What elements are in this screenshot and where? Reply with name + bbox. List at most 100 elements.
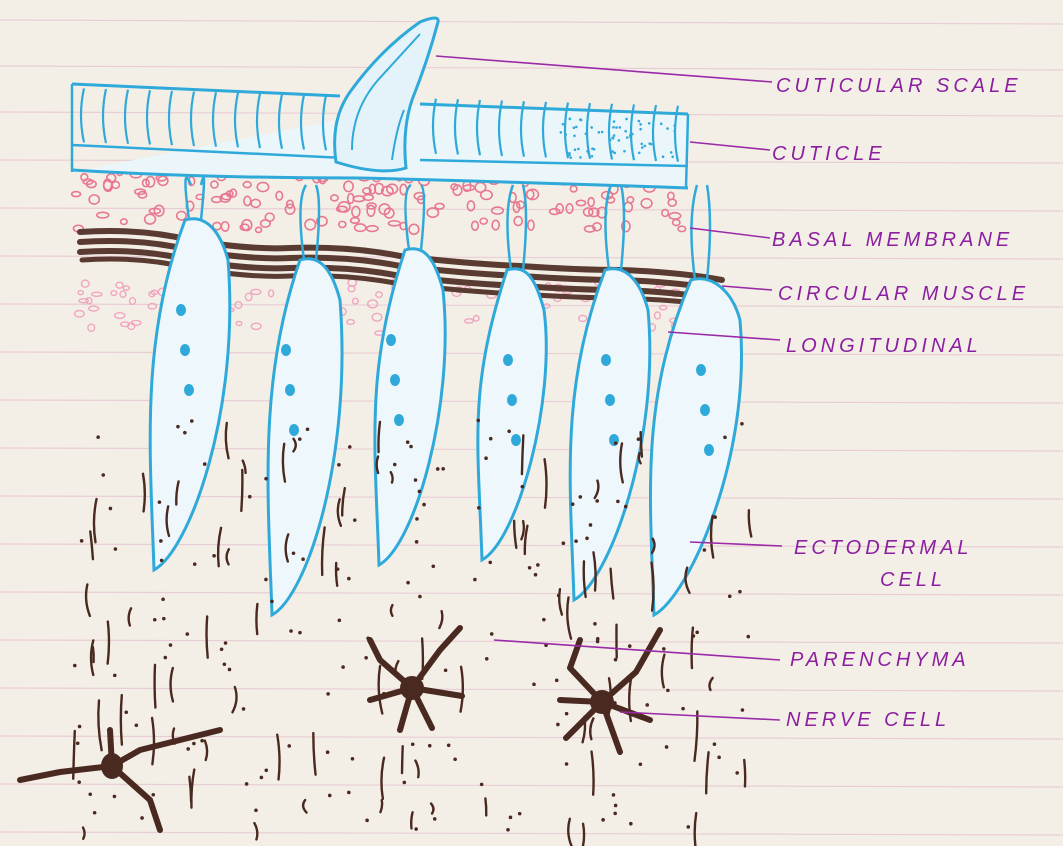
parenchyma-granule bbox=[162, 617, 166, 621]
parenchyma-fiber bbox=[155, 665, 156, 708]
parenchyma-granule bbox=[431, 564, 435, 568]
parenchyma-granule bbox=[595, 499, 599, 503]
granule bbox=[475, 183, 486, 193]
parenchyma-fiber bbox=[98, 700, 101, 750]
cuticle-dot bbox=[619, 126, 622, 129]
nucleus bbox=[180, 344, 190, 356]
cuticle-dot bbox=[613, 152, 616, 155]
parenchyma-granule bbox=[713, 515, 717, 519]
parenchyma-granule bbox=[220, 647, 224, 651]
parenchyma-fiber bbox=[411, 812, 412, 828]
cuticle-dot bbox=[618, 139, 621, 142]
cuticle-dot bbox=[573, 126, 576, 129]
granule bbox=[116, 282, 123, 288]
parenchyma-fiber bbox=[439, 611, 442, 628]
parenchyma-granule bbox=[114, 547, 118, 551]
granule bbox=[75, 310, 85, 317]
nucleus bbox=[696, 364, 706, 376]
parenchyma-fiber bbox=[226, 423, 229, 458]
parenchyma-granule bbox=[336, 567, 340, 571]
parenchyma-granule bbox=[565, 712, 569, 716]
parenchyma-granule bbox=[414, 827, 418, 831]
nucleus bbox=[700, 404, 710, 416]
granule bbox=[251, 323, 261, 329]
granule bbox=[654, 312, 660, 319]
parenchyma-granule bbox=[666, 689, 670, 693]
parenchyma-granule bbox=[629, 822, 633, 826]
granule bbox=[566, 204, 573, 213]
granule bbox=[244, 196, 251, 205]
parenchyma-granule bbox=[287, 744, 291, 748]
parenchyma-fiber bbox=[379, 666, 383, 714]
granule bbox=[265, 213, 274, 221]
label-circular-muscle: CIRCULAR MUSCLE bbox=[778, 283, 1029, 305]
parenchyma-granule bbox=[301, 557, 305, 561]
parenchyma-granule bbox=[565, 762, 569, 766]
parenchyma-granule bbox=[393, 463, 397, 467]
ectodermal-cell bbox=[570, 185, 650, 600]
parenchyma-granule bbox=[93, 811, 97, 815]
parenchyma-granule bbox=[254, 808, 258, 812]
parenchyma-granule bbox=[507, 429, 511, 433]
nerve-cells bbox=[20, 628, 660, 830]
parenchyma-granule bbox=[140, 816, 144, 820]
parenchyma-granule bbox=[364, 656, 368, 660]
parenchyma-fiber bbox=[567, 597, 571, 638]
granule bbox=[251, 199, 260, 207]
parenchyma-granule bbox=[414, 478, 418, 482]
granule bbox=[256, 227, 262, 232]
parenchyma-granule bbox=[528, 566, 532, 570]
parenchyma-granule bbox=[695, 631, 699, 635]
parenchyma-fiber bbox=[256, 604, 257, 634]
parenchyma-granule bbox=[473, 578, 477, 582]
cuticle-dot bbox=[638, 151, 641, 154]
cuticle-dot bbox=[639, 123, 642, 126]
parenchyma-granule bbox=[480, 783, 484, 787]
granule bbox=[409, 224, 419, 234]
cuticle-canal bbox=[103, 89, 106, 143]
parenchyma-granule bbox=[264, 768, 268, 772]
cuticle-dot bbox=[640, 143, 643, 146]
granule bbox=[146, 177, 155, 187]
parenchyma-fiber bbox=[94, 499, 97, 542]
granule bbox=[243, 182, 251, 188]
parenchyma-granule bbox=[741, 708, 745, 712]
cuticle-dot bbox=[611, 137, 614, 140]
label-cuticular-scale: CUTICULAR SCALE bbox=[776, 75, 1022, 97]
parenchyma-fiber bbox=[706, 752, 708, 793]
parenchyma-granule bbox=[224, 641, 228, 645]
parenchyma-fiber bbox=[342, 488, 345, 515]
granule bbox=[130, 298, 136, 305]
parenchyma-fiber bbox=[744, 760, 745, 787]
label-nerve-cell: NERVE CELL bbox=[786, 709, 950, 731]
granule bbox=[88, 324, 95, 331]
parenchyma-granule bbox=[593, 622, 597, 626]
granule bbox=[588, 198, 594, 207]
cuticle-dot bbox=[569, 156, 572, 159]
parenchyma-fiber bbox=[709, 678, 712, 690]
parenchyma-granule bbox=[628, 644, 632, 648]
parenchyma-granule bbox=[484, 456, 488, 460]
parenchyma-granule bbox=[703, 548, 707, 552]
nucleus bbox=[184, 384, 194, 396]
parenchyma-fiber bbox=[514, 521, 516, 548]
nerve-cell-1 bbox=[370, 628, 462, 730]
parenchyma-granule bbox=[476, 419, 480, 423]
parenchyma-granule bbox=[406, 440, 410, 444]
parenchyma-granule bbox=[186, 747, 190, 751]
granule bbox=[352, 206, 360, 217]
cuticle-canal bbox=[257, 93, 260, 148]
parenchyma-granule bbox=[509, 816, 513, 820]
granule bbox=[72, 192, 81, 197]
parenchyma-granule bbox=[740, 422, 744, 426]
parenchyma-granule bbox=[337, 463, 341, 467]
granule bbox=[669, 213, 681, 219]
parenchyma-fiber bbox=[694, 711, 697, 760]
parenchyma-fiber bbox=[121, 695, 122, 745]
parenchyma-granule bbox=[713, 742, 717, 746]
cuticle-dot bbox=[575, 126, 578, 129]
cuticle-dot bbox=[648, 122, 651, 125]
parenchyma-fiber bbox=[402, 746, 403, 773]
granule bbox=[579, 315, 587, 321]
